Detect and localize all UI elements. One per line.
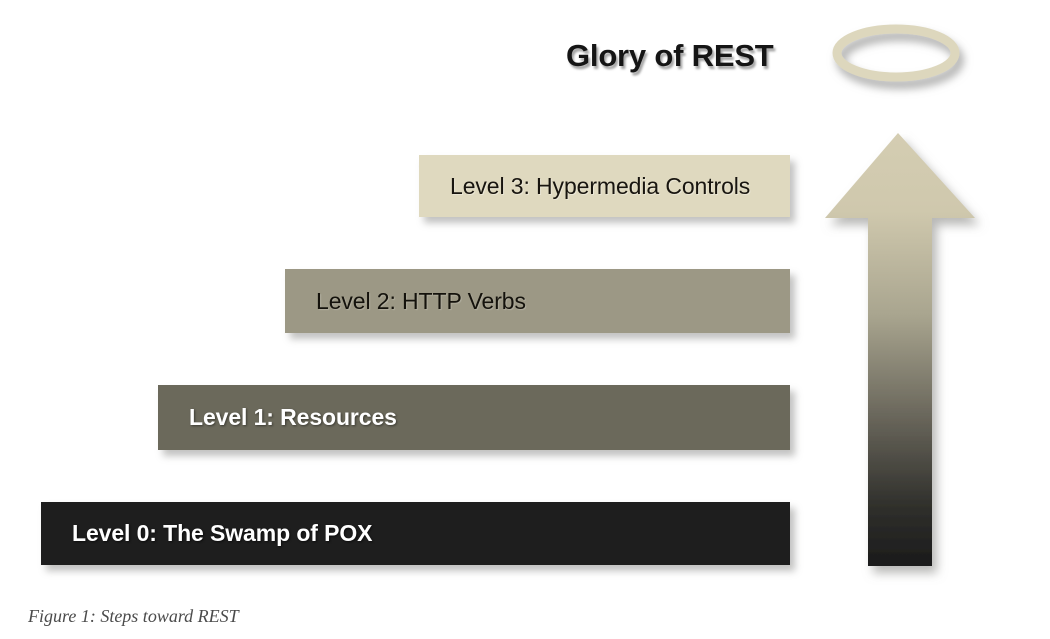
figure-caption: Figure 1: Steps toward REST (28, 606, 239, 626)
level-bar-label: Level 1: Resources (189, 404, 397, 430)
level-bar-level-3[interactable]: Level 3: Hypermedia Controls (419, 155, 790, 217)
halo-ring-icon (832, 24, 962, 84)
level-bar-level-1[interactable]: Level 1: Resources (158, 385, 790, 450)
page-title: Glory of REST (566, 38, 774, 73)
level-bar-label: Level 0: The Swamp of POX (72, 520, 373, 546)
level-bar-label: Level 2: HTTP Verbs (316, 287, 526, 314)
level-bar-label: Level 3: Hypermedia Controls (450, 172, 751, 199)
level-bar-level-2[interactable]: Level 2: HTTP Verbs (285, 269, 790, 333)
level-bar-level-0[interactable]: Level 0: The Swamp of POX (41, 502, 790, 565)
up-arrow-icon (818, 128, 988, 576)
